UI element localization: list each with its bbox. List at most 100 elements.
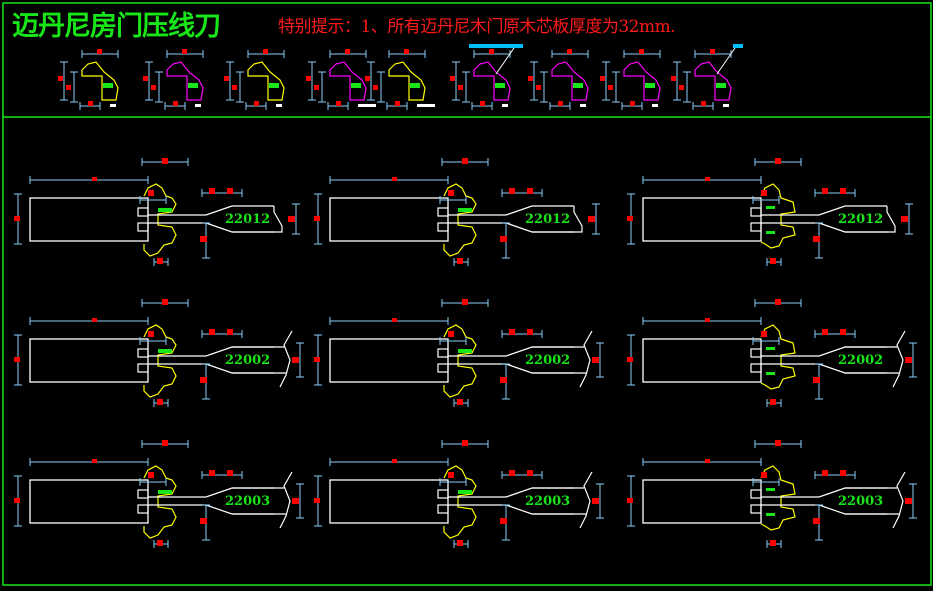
dimension-value-marker: [840, 470, 846, 476]
dimension-value-marker: [227, 470, 233, 476]
dimension-value-marker: [392, 459, 397, 463]
dimension-value-marker: [92, 318, 97, 322]
knife-body: [329, 479, 449, 524]
dimension-value-marker: [148, 472, 154, 478]
dimension-value-marker: [567, 49, 572, 54]
profile-code-label: [158, 208, 172, 212]
profile-code-label: [103, 83, 113, 88]
profile-outline: [443, 324, 477, 398]
dimension-value-marker: [705, 318, 710, 322]
knife-slot: [437, 207, 449, 217]
profile-code-label: [410, 83, 420, 88]
knife-body: [29, 197, 149, 242]
dimension-value-marker: [209, 188, 215, 194]
knife-slot: [750, 207, 762, 217]
profile-outline: [443, 183, 477, 257]
profile-outline: [443, 465, 477, 539]
dimension-value-marker: [14, 357, 20, 362]
knife-body: [29, 479, 149, 524]
dimension-value-marker: [671, 76, 676, 81]
dimension-value-marker: [840, 188, 846, 194]
knife-drawing: 22012: [14, 158, 300, 266]
knife-slot: [137, 348, 149, 358]
knife-slot: [750, 222, 762, 232]
dimension-value-marker: [448, 331, 454, 337]
dimension-value-marker: [209, 329, 215, 335]
profile-code-label: [458, 208, 472, 212]
profile-code-label: [766, 206, 775, 209]
dimension-value-marker: [288, 216, 295, 222]
profile-code-label: [351, 83, 361, 88]
dimension-value-marker: [527, 188, 533, 194]
dimension-value-marker: [292, 357, 299, 363]
dimension-value-marker: [173, 101, 178, 106]
dimension-value-marker: [608, 85, 613, 90]
dimension-value-marker: [157, 540, 163, 546]
dimension-value-marker: [373, 85, 378, 90]
profile-thumbnail: [528, 49, 589, 110]
dimension-value-marker: [679, 85, 684, 90]
profile-outline: [143, 465, 177, 539]
dimension-value-marker: [775, 158, 781, 164]
dimension-value-marker: [761, 190, 767, 196]
dimension-value-marker: [527, 329, 533, 335]
knife-end: [232, 206, 283, 233]
knife-slot: [137, 222, 149, 232]
profile-outline: [247, 61, 285, 101]
profile-outline: [473, 61, 511, 101]
dimension-value-marker: [588, 216, 595, 222]
dimension-value-marker: [200, 518, 207, 524]
dimension-value-marker: [761, 472, 767, 478]
special-note: 特别提示：1、所有迈丹尼木门原木芯板厚度为32mm.: [278, 17, 676, 37]
dimension-value-marker: [448, 190, 454, 196]
dimension-value-marker: [263, 49, 268, 54]
dimension-value-marker: [66, 85, 71, 90]
dimension-value-marker: [813, 236, 820, 242]
dimension-value-marker: [701, 101, 706, 106]
dimension-value-marker: [775, 299, 781, 305]
knife-slot: [437, 363, 449, 373]
knife-slot: [437, 348, 449, 358]
dimension-value-marker: [639, 49, 644, 54]
dimension-value-marker: [88, 101, 93, 106]
profile-note-bar: [358, 104, 376, 107]
knife-slot: [750, 363, 762, 373]
knife-body: [642, 197, 762, 242]
dimension-value-marker: [509, 188, 515, 194]
dimension-value-marker: [509, 329, 515, 335]
profile-thumbnail: [143, 49, 204, 110]
knife-body: [329, 338, 449, 383]
knife-end: [845, 206, 896, 233]
knife-drawing: 22003: [14, 440, 304, 548]
dimension-value-marker: [489, 49, 494, 54]
profile-outline: [166, 61, 204, 101]
dimension-value-marker: [840, 329, 846, 335]
profile-code-label: [269, 83, 279, 88]
dimension-value-marker: [450, 76, 455, 81]
dimension-value-marker: [157, 258, 163, 264]
dimension-value-marker: [365, 76, 370, 81]
dimension-value-marker: [58, 76, 63, 81]
profile-code-label: [766, 231, 775, 234]
dimension-value-marker: [509, 470, 515, 476]
dimension-value-marker: [314, 85, 319, 90]
profile-note-bar: [652, 104, 658, 107]
dimension-value-marker: [500, 377, 507, 383]
profile-note-bar: [276, 104, 282, 107]
dimension-value-marker: [457, 540, 463, 546]
dimension-value-marker: [457, 399, 463, 405]
profile-code-label: [766, 513, 775, 516]
profile-thumbnail: [306, 49, 376, 110]
dimension-value-marker: [345, 49, 350, 54]
dimension-value-marker: [480, 101, 485, 106]
profile-code-label: [158, 490, 172, 494]
dimension-value-marker: [162, 440, 168, 446]
dimension-value-marker: [770, 258, 776, 264]
profile-code-label: [766, 488, 775, 491]
knife-drawing: 22002: [314, 299, 604, 407]
dimension-value-marker: [392, 318, 397, 322]
dimension-value-marker: [227, 188, 233, 194]
profile-outline: [760, 183, 796, 249]
